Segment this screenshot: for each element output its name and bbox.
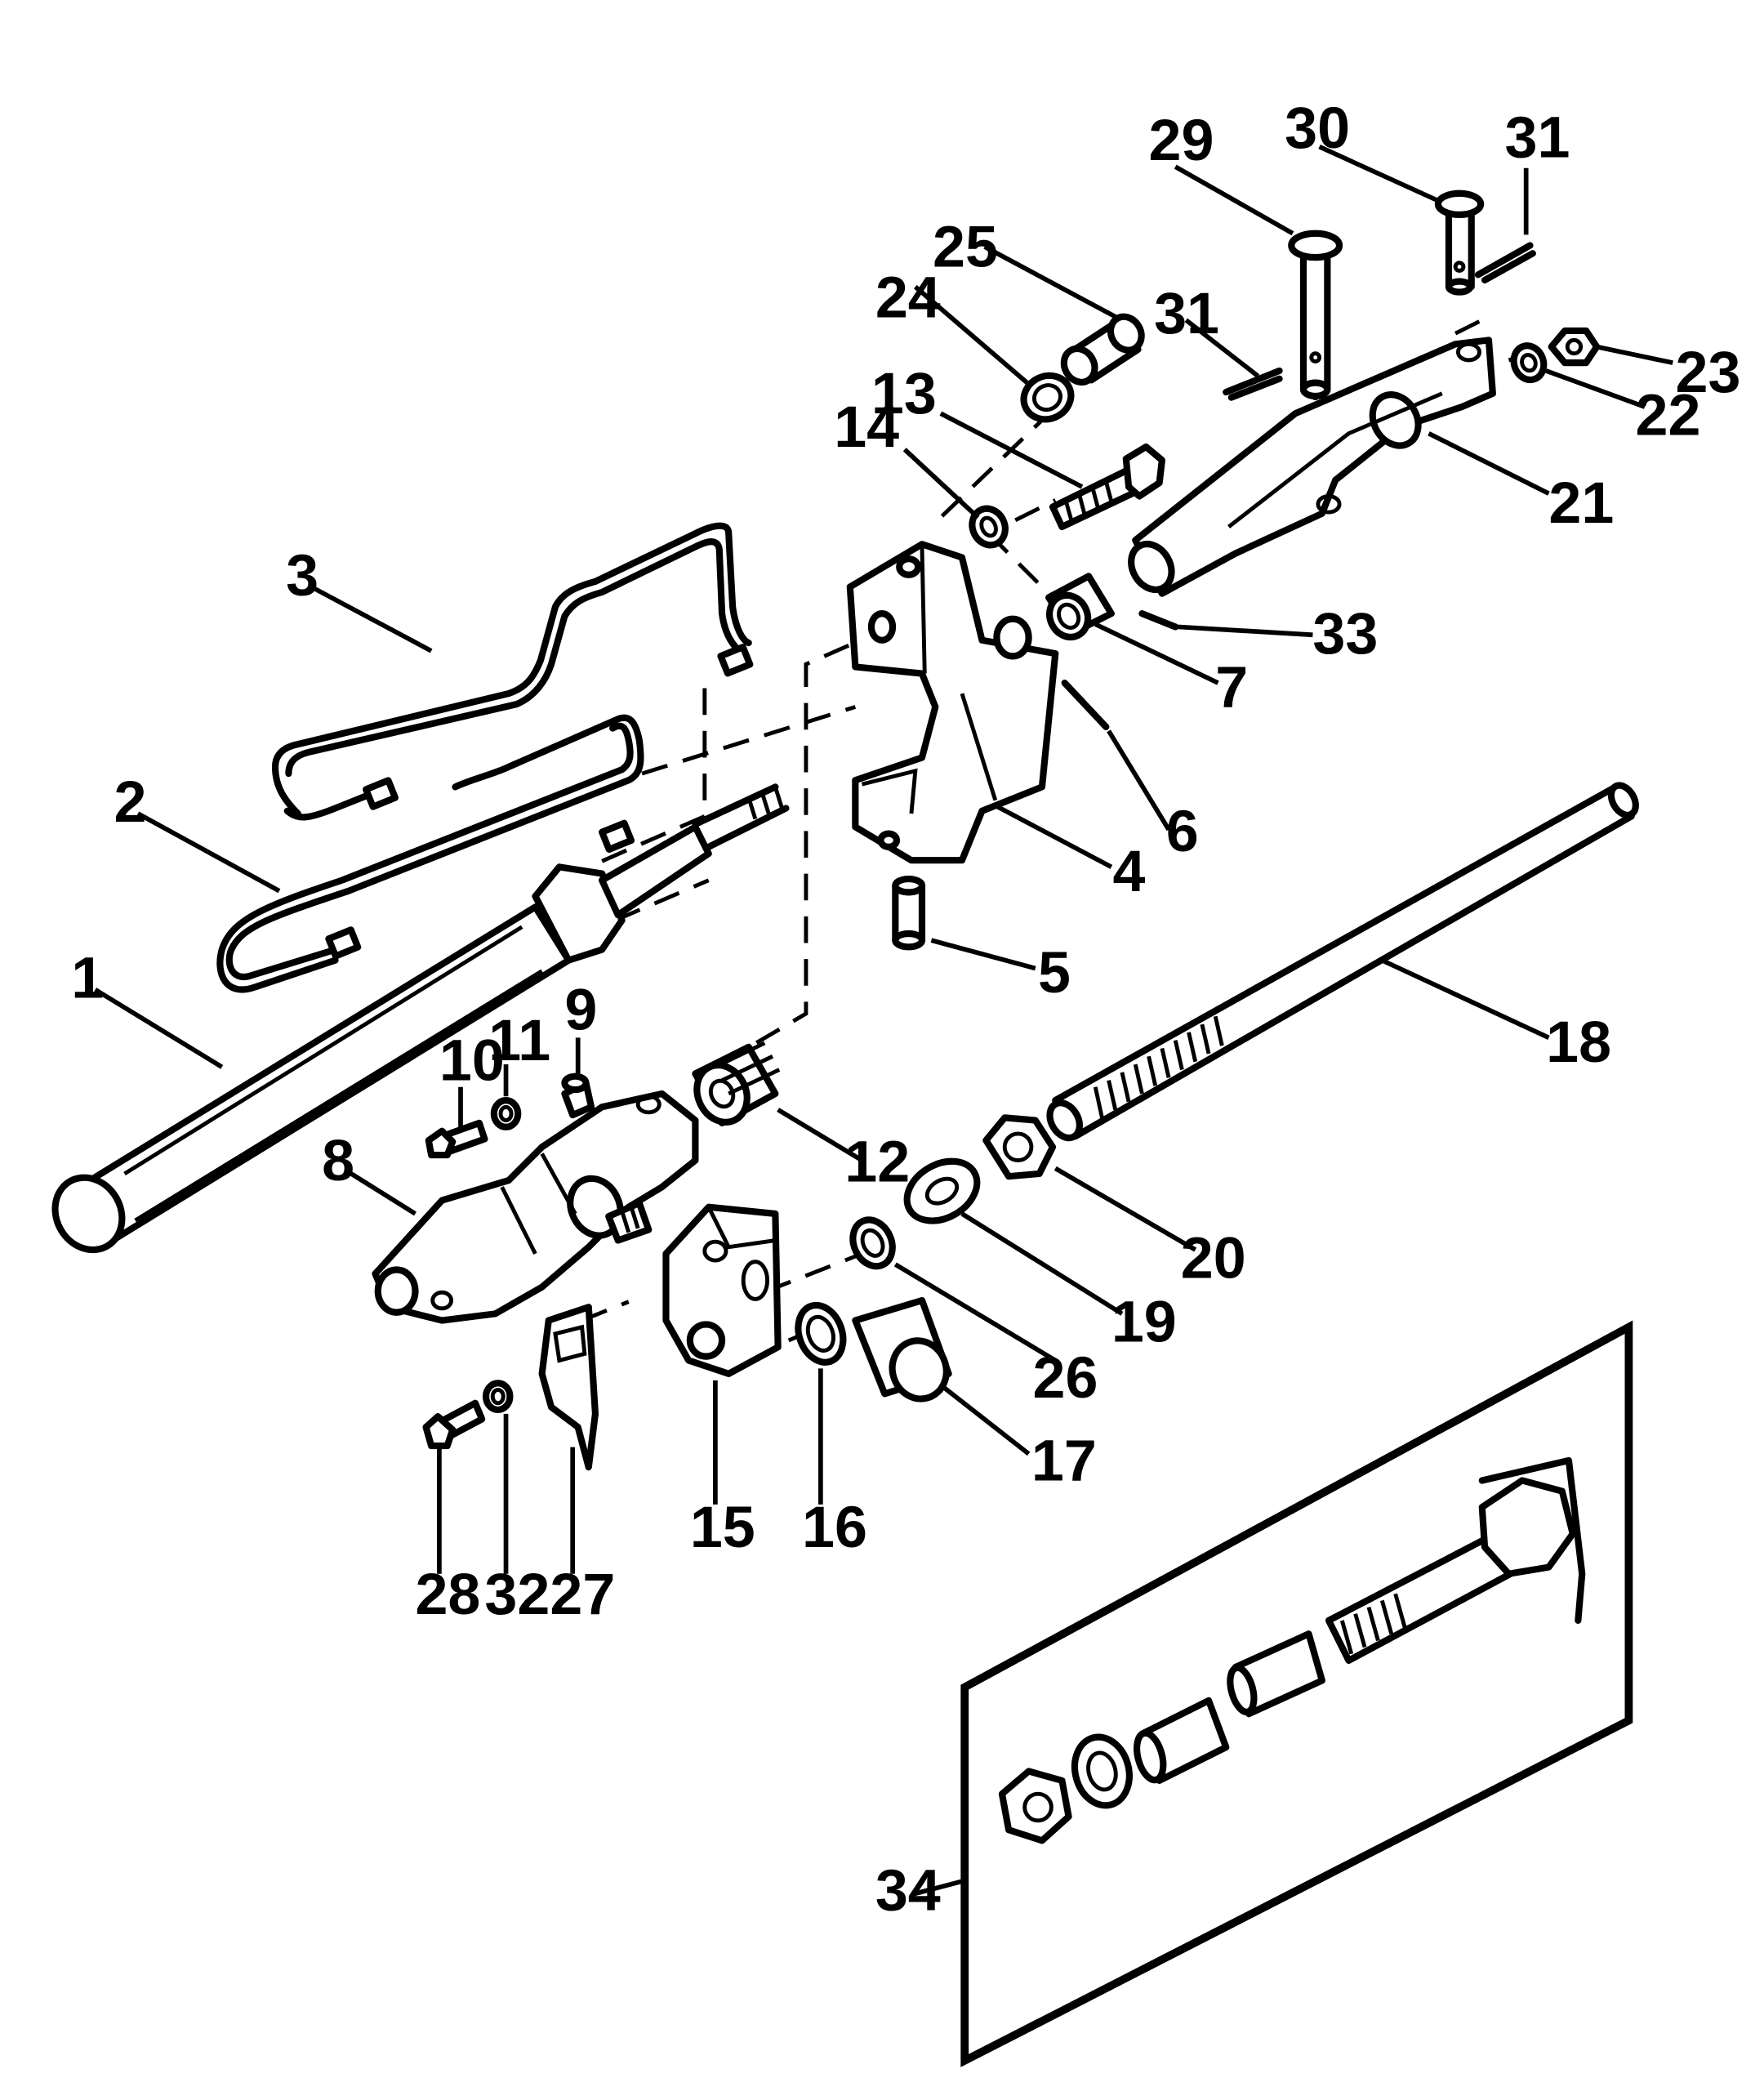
- part-23-nut: [1548, 327, 1601, 367]
- part-33-small-pin: [1138, 610, 1179, 631]
- callout-11: 11: [488, 1008, 550, 1073]
- leader-lines: [94, 145, 1673, 1897]
- part-24-bushing: [1020, 372, 1075, 423]
- part-10-bolt: [425, 1119, 488, 1159]
- callout-7: 7: [1215, 654, 1248, 720]
- callout-10: 10: [439, 1028, 505, 1094]
- callout-1: 1: [71, 945, 104, 1010]
- part-5-pin: [892, 875, 926, 951]
- part-30-clevis-pin: [1434, 190, 1485, 296]
- callout-4: 4: [1112, 839, 1145, 904]
- part-7-bushing: [1045, 573, 1115, 641]
- part-19-seal-washer: [903, 1157, 981, 1224]
- part-18-tilt-tube: [1046, 782, 1639, 1142]
- callout-2: 2: [114, 769, 146, 835]
- part-34-inset-panel: [960, 1320, 1633, 2067]
- part-12-threaded-bushing: [692, 1041, 781, 1126]
- part-14-washer: [969, 505, 1009, 549]
- callout-20: 20: [1181, 1225, 1246, 1291]
- callout-5: 5: [1038, 940, 1071, 1006]
- callout-16: 16: [802, 1495, 867, 1560]
- part-17-plug: [852, 1296, 952, 1402]
- part-21-steering-arm: [1128, 337, 1496, 597]
- callout-27: 27: [550, 1562, 615, 1627]
- callout-22: 22: [1636, 382, 1701, 448]
- part-2-hydraulic-line-lower: [216, 714, 644, 993]
- part-4-bracket-body: [846, 541, 1059, 864]
- callout-31-upper: 31: [1505, 105, 1570, 171]
- part-8-steering-valve: [372, 1090, 699, 1324]
- callout-18: 18: [1546, 1010, 1611, 1075]
- part-26-washer: [849, 1216, 896, 1270]
- callout-3: 3: [286, 542, 318, 608]
- part-1-steering-cylinder: [51, 783, 790, 1254]
- callout-21: 21: [1548, 470, 1614, 536]
- part-29-clevis-pin: [1288, 230, 1343, 400]
- part-16-lock-washer: [795, 1301, 847, 1366]
- callout-13: 13: [871, 361, 937, 426]
- callout-26: 26: [1033, 1345, 1098, 1411]
- callout-31-lower: 31: [1154, 281, 1219, 346]
- part-6-cotter-pin: [1061, 679, 1110, 730]
- part-22-washer: [1510, 342, 1548, 384]
- part-32-washer: [482, 1380, 514, 1414]
- callout-15: 15: [690, 1495, 755, 1560]
- part-20-nut: [982, 1114, 1057, 1180]
- callout-25: 25: [933, 215, 998, 280]
- callout-34: 34: [875, 1857, 941, 1923]
- callout-8: 8: [322, 1128, 354, 1193]
- callout-14: 14: [834, 395, 899, 460]
- part-25-sleeve: [1060, 313, 1145, 386]
- callout-30: 30: [1285, 96, 1350, 161]
- callout-labels: 1 2 3 4 5 6 7 8 9 10 11 12 13 14 15 16 1…: [71, 96, 1740, 1923]
- part-11-washer: [490, 1097, 522, 1130]
- callout-23: 23: [1676, 340, 1741, 405]
- callout-33: 33: [1312, 601, 1378, 667]
- callout-19: 19: [1111, 1290, 1177, 1355]
- part-3-hydraulic-line-upper: [271, 522, 754, 821]
- callout-29: 29: [1149, 108, 1214, 173]
- callout-32: 32: [484, 1562, 550, 1627]
- part-31-cotter-pins: [1223, 242, 1536, 401]
- part-27-bracket: [538, 1304, 599, 1471]
- part-13-bolt: [1049, 443, 1165, 531]
- part-28-bolt: [422, 1399, 486, 1450]
- callout-6: 6: [1166, 799, 1199, 864]
- callout-28: 28: [415, 1562, 480, 1627]
- part-15-block: [662, 1203, 782, 1377]
- callout-12: 12: [844, 1130, 910, 1195]
- part-9-grease-fitting: [561, 1072, 595, 1119]
- callout-24: 24: [875, 265, 941, 331]
- alignment-lines: [581, 318, 1550, 1343]
- callout-9: 9: [564, 978, 597, 1043]
- callout-17: 17: [1031, 1428, 1097, 1493]
